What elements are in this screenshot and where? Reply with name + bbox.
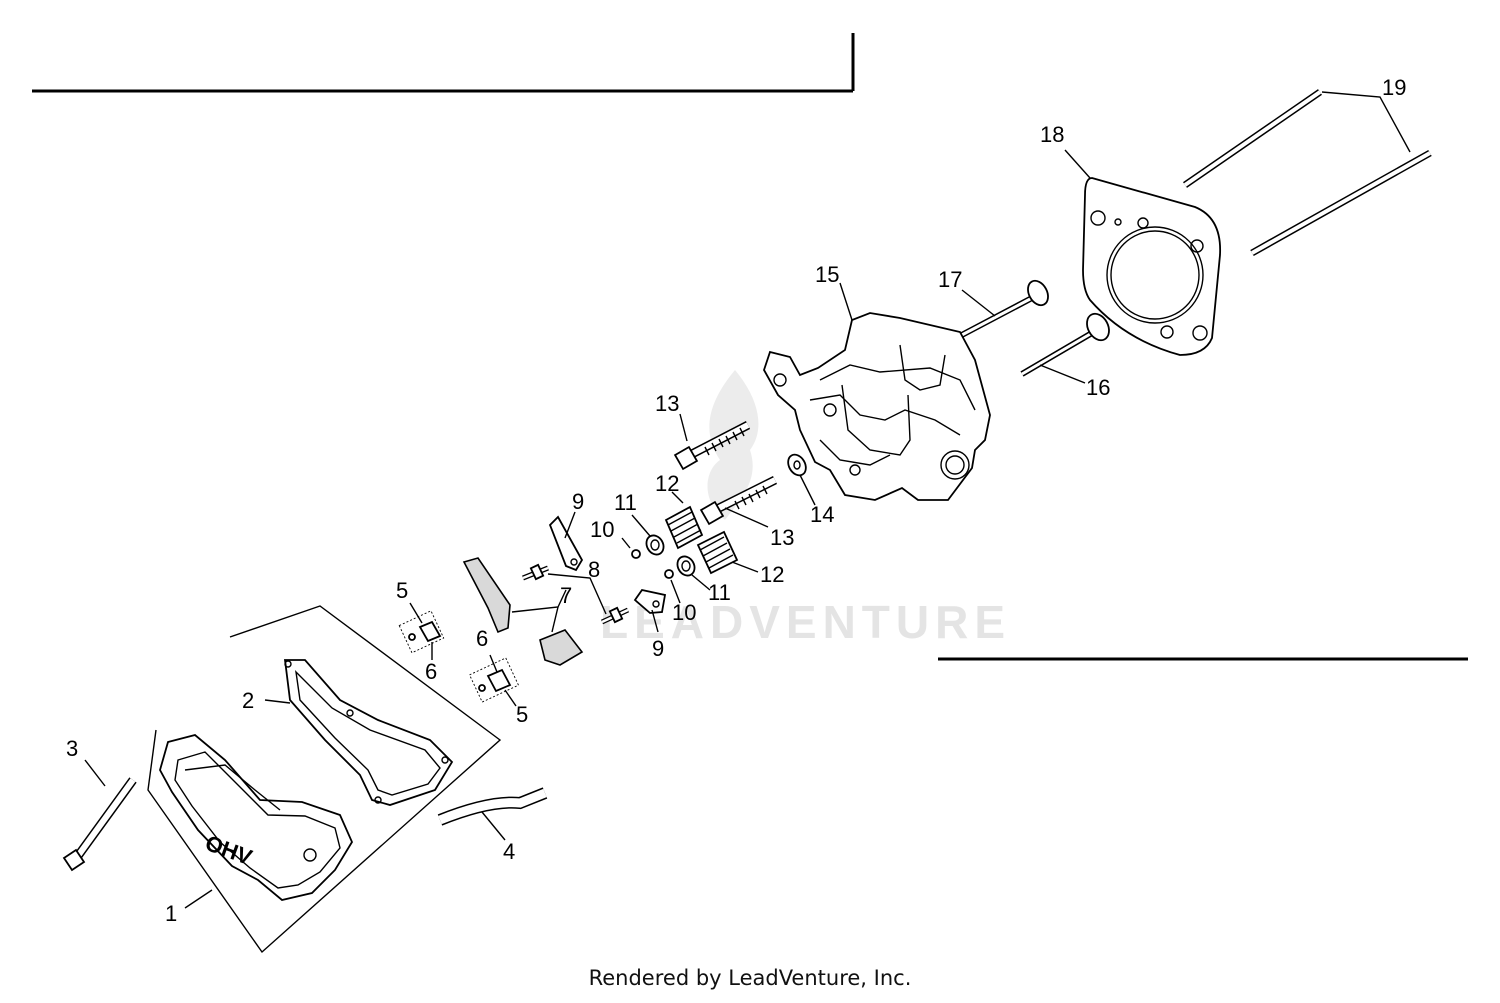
valve-cover-gasket <box>264 659 454 806</box>
head-bolts <box>673 413 778 528</box>
callout-3: 3 <box>66 736 78 761</box>
callout-12-lower: 12 <box>760 562 784 587</box>
callout-5-lower: 5 <box>516 702 528 727</box>
callout-13-lower: 13 <box>770 525 794 550</box>
valve-keepers <box>621 537 681 604</box>
frame-lines <box>32 33 1468 661</box>
callout-8: 8 <box>588 557 600 582</box>
callout-6-upper: 6 <box>476 626 488 651</box>
callout-9-lower: 9 <box>652 636 664 661</box>
spring-retainers <box>631 514 711 591</box>
callout-11-upper: 11 <box>614 490 637 515</box>
cylinder-head <box>763 282 991 501</box>
footer-credit: Rendered by LeadVenture, Inc. <box>588 966 912 990</box>
adjusting-screws <box>398 602 520 707</box>
callout-2: 2 <box>242 688 254 713</box>
callout-9-upper: 9 <box>572 489 584 514</box>
callout-12-upper: 12 <box>655 471 679 496</box>
watermark-text: LEADVENTURE <box>600 596 1011 648</box>
watermark-flame-logo <box>707 370 759 520</box>
valve-springs <box>664 491 759 575</box>
callout-10-upper: 10 <box>590 517 614 542</box>
callout-4: 4 <box>503 839 515 864</box>
head-gasket <box>1064 149 1221 356</box>
valves <box>956 279 1110 384</box>
cover-assembly-outline <box>147 605 502 954</box>
callout-10-lower: 10 <box>672 600 696 625</box>
callout-19: 19 <box>1382 75 1406 100</box>
callout-6-lower: 6 <box>425 659 437 684</box>
cover-bolt <box>62 759 137 872</box>
callout-13-upper: 13 <box>655 391 679 416</box>
push-rods <box>1183 89 1432 257</box>
rocker-studs <box>522 563 630 625</box>
callout-16: 16 <box>1086 375 1110 400</box>
breather-tube <box>437 787 548 841</box>
push-rod-guides <box>548 511 667 633</box>
callout-17: 17 <box>938 267 962 292</box>
callout-labels: 1 2 3 4 5 5 6 6 7 8 9 9 10 10 11 11 12 1… <box>66 75 1406 926</box>
callout-11-lower: 11 <box>708 580 731 605</box>
callout-18: 18 <box>1040 122 1064 147</box>
callout-1: 1 <box>165 901 177 926</box>
callout-5-upper: 5 <box>396 578 408 603</box>
callout-14: 14 <box>810 502 834 527</box>
callout-15: 15 <box>815 262 839 287</box>
valve-cover: OHV <box>159 734 354 909</box>
rocker-arms <box>462 557 584 666</box>
callout-7: 7 <box>560 583 572 608</box>
washer <box>787 453 816 506</box>
watermark: LEADVENTURE <box>600 370 1011 648</box>
